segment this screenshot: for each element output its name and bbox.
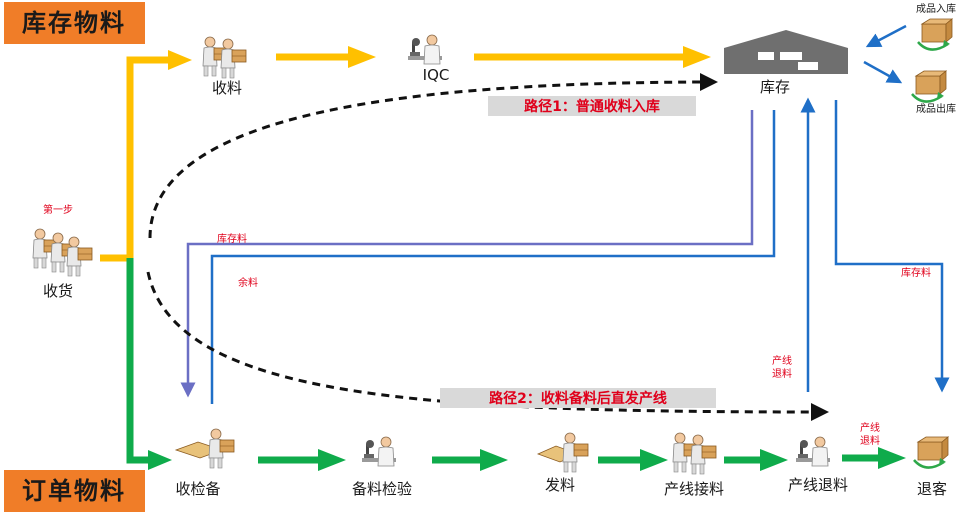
person-carrying-box-icon (202, 36, 247, 79)
issue-label: 发料 (545, 476, 575, 494)
person-carrying-box-icon (672, 432, 717, 475)
blue-stock-material-line (180, 110, 754, 398)
issue-icon (536, 432, 589, 473)
receive-inspect-label: 收检备 (175, 480, 220, 498)
finished-out-label: 成品出库 (916, 102, 956, 115)
path2-label: 路径2：收料备料后直发产线 (440, 388, 716, 408)
blue-surplus-line (210, 110, 776, 404)
person-carrying-box-icon (32, 228, 93, 277)
inspector-microscope-icon (407, 34, 443, 65)
line-return-bottom-label-2: 退料 (860, 434, 880, 447)
box-recycle-icon (916, 17, 954, 51)
stock-material-title: 库存物料 (4, 2, 145, 44)
receive-goods-label: 收货 (43, 282, 73, 300)
svg-text:路径1：普通收料入库: 路径1：普通收料入库 (524, 98, 660, 115)
box-recycle-icon (912, 435, 950, 469)
blue-stock-to-return-line (834, 100, 950, 393)
inspector-microscope-icon (795, 436, 831, 467)
line-return-bottom-label-1: 产线 (860, 421, 880, 434)
finished-in-label: 成品入库 (916, 2, 956, 15)
svg-text:订单物料: 订单物料 (22, 477, 126, 505)
svg-text:路径2：收料备料后直发产线: 路径2：收料备料后直发产线 (489, 390, 667, 407)
box-recycle-icon (910, 69, 948, 103)
return-customer-label: 退客 (917, 480, 947, 498)
first-step-label: 第一步 (43, 203, 73, 216)
finished-out-arrow (863, 60, 903, 84)
inspector-microscope-icon (361, 436, 397, 467)
stock-material-right-label: 库存料 (901, 266, 931, 279)
path2-dashed-curve (146, 271, 829, 421)
prep-inspect-label: 备料检验 (352, 480, 412, 498)
green-trunk-line (126, 258, 150, 464)
surplus-label: 余料 (238, 276, 258, 289)
order-material-title: 订单物料 (4, 470, 145, 512)
iqc-label: IQC (423, 66, 450, 84)
line-return-label: 产线退料 (788, 476, 848, 494)
warehouse-label: 库存 (760, 78, 790, 96)
warehouse-icon (724, 30, 848, 74)
line-return-top-label-2: 退料 (772, 367, 792, 380)
path1-label: 路径1：普通收料入库 (488, 96, 696, 116)
receive-inspect-icon (174, 428, 235, 469)
stock-material-left-label: 库存料 (217, 232, 247, 245)
receive-material-label: 收料 (212, 79, 242, 97)
yellow-trunk-line (100, 56, 170, 262)
path1-dashed-curve (148, 73, 718, 239)
finished-in-arrow (865, 24, 907, 48)
yellow-arrow-to-receive (168, 50, 192, 70)
line-return-top-label-1: 产线 (772, 354, 792, 367)
svg-text:库存物料: 库存物料 (22, 9, 126, 37)
line-receive-label: 产线接料 (664, 480, 724, 498)
